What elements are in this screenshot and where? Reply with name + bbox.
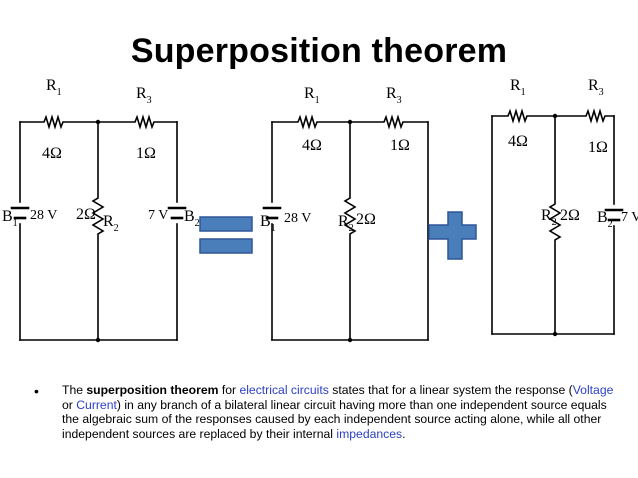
r3-value: 1Ω (588, 139, 608, 156)
circuit-b1-only (262, 114, 429, 341)
definition-bullet: • The superposition theorem for electric… (34, 383, 614, 441)
r1-label: R1 (510, 77, 526, 98)
voltage-link[interactable]: Voltage (572, 383, 614, 397)
r2-value: 2Ω (356, 211, 376, 228)
r2-value: 2Ω (560, 207, 580, 224)
definition-text: The superposition theorem for electrical… (62, 383, 614, 441)
r2-label: R2 (338, 213, 354, 234)
b2-value: 7 V (621, 210, 638, 225)
r1-value: 4Ω (42, 145, 62, 162)
r1-value: 4Ω (508, 133, 528, 150)
bullet-symbol: • (34, 383, 39, 399)
r3-label: R3 (588, 77, 604, 98)
junction-dots (95, 113, 558, 343)
plus-sign-icon (428, 211, 477, 260)
r1-value: 4Ω (302, 137, 322, 154)
b1-label: B1 (2, 208, 18, 229)
current-link[interactable]: Current (76, 397, 117, 412)
r3-value: 1Ω (390, 137, 410, 154)
r3-label: R3 (386, 85, 402, 106)
circuit-b2-only (491, 108, 624, 335)
impedances-link[interactable]: impedances (336, 426, 403, 441)
b1-value: 28 V (30, 208, 57, 223)
r2-value: 2Ω (76, 206, 96, 223)
r1-label: R1 (304, 85, 320, 106)
superposition-circuits-diagram: R1 R3 4Ω 1Ω B1 28 V 2Ω R2 7 V B2 R1 R3 4… (2, 77, 638, 343)
b1-label: B1 (260, 213, 276, 234)
r2-label: R2 (103, 213, 119, 234)
r2-label: R2 (541, 207, 557, 228)
slide-title: Superposition theorem (130, 32, 508, 70)
b1-value: 28 V (284, 211, 311, 226)
r3-label: R3 (136, 85, 152, 106)
equals-sign-icon (199, 216, 253, 254)
circuit-full (10, 114, 187, 341)
r1-label: R1 (46, 77, 62, 98)
b2-label: B2 (184, 208, 200, 229)
superposition-theorem-term: superposition theorem (86, 383, 219, 397)
b2-label: B2 (597, 209, 613, 230)
r3-value: 1Ω (136, 145, 156, 162)
electrical-circuits-link[interactable]: electrical circuits (239, 383, 329, 397)
b2-value: 7 V (148, 208, 168, 223)
